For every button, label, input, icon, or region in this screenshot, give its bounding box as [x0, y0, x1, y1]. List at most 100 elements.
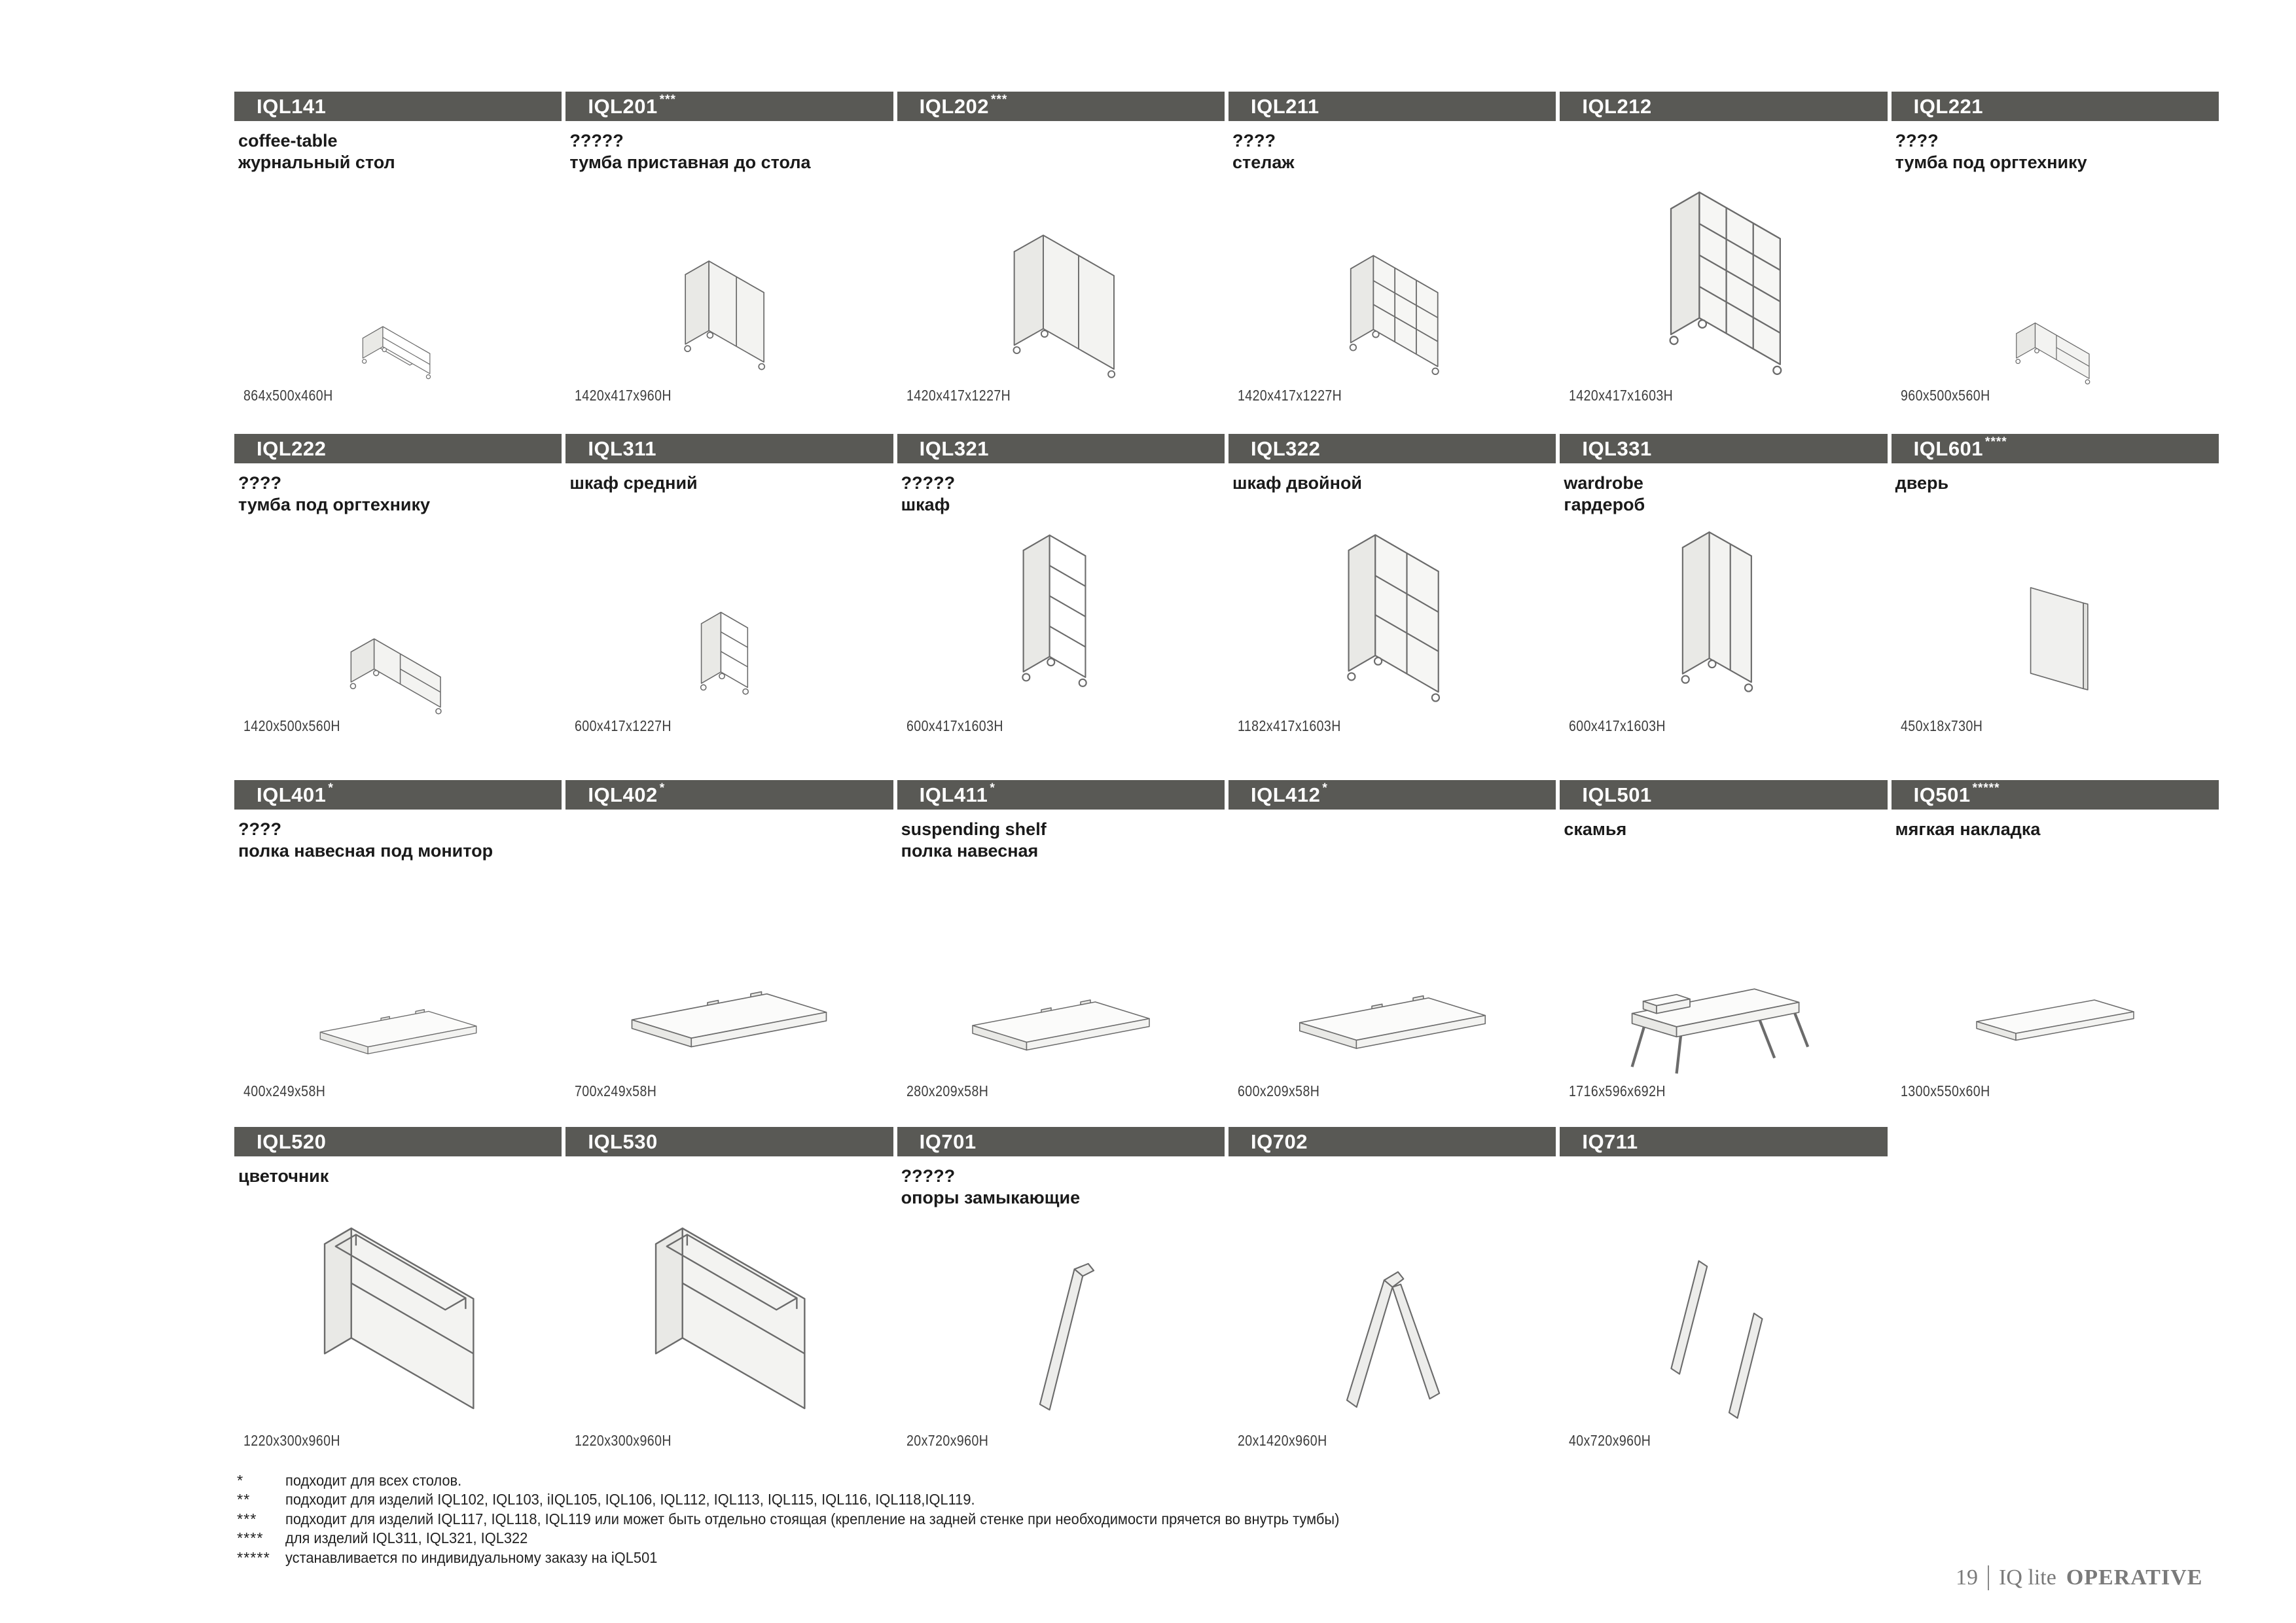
footnote-line: ***** устанавливается по индивидуальному … [237, 1548, 1419, 1567]
footnote-marker: **** [237, 1529, 264, 1547]
product-dimensions: 700x249x58H [575, 1082, 657, 1099]
footnote-line: **подходит для изделий IQL102, IQL103, i… [237, 1490, 1419, 1509]
cell-iql520: IQL520 цветочник 1220x300x960H [234, 1127, 562, 1452]
iql402-drawing [565, 866, 893, 1082]
product-dimensions: 1420x417x960H [575, 387, 672, 404]
product-code-bar: IQL141 [234, 92, 562, 121]
product-code: IQL211 [1251, 94, 1319, 118]
product-title [1229, 819, 1556, 866]
product-title: ?????тумба приставная до стола [569, 131, 811, 172]
product-title [1229, 1166, 1556, 1213]
product-code: IQL530 [588, 1130, 658, 1153]
footer-divider [1988, 1565, 1989, 1590]
product-dimensions: 1420x500x560H [243, 717, 340, 734]
footnote-marker: ***** [237, 1548, 270, 1566]
iql520-drawing [234, 1213, 562, 1432]
product-code: IQL141 [257, 94, 327, 118]
footnote-marker: *** [659, 92, 676, 107]
product-code-bar: IQL401* [234, 780, 562, 810]
product-code-bar: IQL411* [897, 780, 1225, 810]
iql401-drawing [234, 866, 562, 1082]
footnotes: * подходит для всех столов. **подходит дл… [237, 1471, 1419, 1567]
product-dimensions: 280x209x58H [906, 1082, 988, 1099]
product-code-bar: IQL212 [1560, 92, 1888, 121]
iql331-drawing [1560, 520, 1887, 717]
product-code-bar: IQL322 [1229, 434, 1556, 463]
iql601-drawing [1892, 520, 2219, 717]
brand-series: OPERATIVE [2066, 1565, 2203, 1590]
iql201-drawing [565, 177, 893, 387]
product-dimensions: 1420x417x1227H [1238, 387, 1342, 404]
product-code-bar: IQ711 [1560, 1127, 1888, 1156]
footnote-text: подходит для всех столов. [285, 1472, 462, 1489]
cell-iql601: IQL601**** дверь 450x18x730H [1891, 434, 2219, 737]
footnote-line: **** для изделий IQL311, IQL321, IQL322 [237, 1529, 1419, 1548]
product-code-bar: IQL530 [565, 1127, 893, 1156]
iql530-drawing [565, 1213, 893, 1432]
cell-iq701: IQ701 ?????опоры замыкающие 20x720x960H [897, 1127, 1225, 1452]
product-dimensions: 400x249x58H [243, 1082, 326, 1099]
product-code: IQL520 [257, 1130, 327, 1153]
iql311-drawing [565, 520, 893, 717]
cell-iq702: IQ702 20x1420x960H [1229, 1127, 1556, 1452]
cell-iql212: IQL212 1420x417x1603H [1560, 92, 1888, 406]
product-dimensions: 600x417x1603H [906, 717, 1003, 734]
footnote-marker: **** [1985, 435, 2007, 449]
product-code: IQL222 [257, 437, 327, 460]
iq701-drawing [897, 1213, 1225, 1432]
product-code-bar: IQ501***** [1891, 780, 2219, 810]
footnote-marker: * [237, 1472, 244, 1489]
product-code: IQ701 [919, 1130, 977, 1153]
iql141-drawing [234, 177, 562, 387]
product-code-bar: IQL601**** [1891, 434, 2219, 463]
footnote-text: устанавливается по индивидуальному заказ… [285, 1548, 658, 1566]
product-dimensions: 20x1420x960H [1238, 1432, 1327, 1449]
product-code: IQL411 [919, 783, 988, 806]
product-dimensions: 1220x300x960H [575, 1432, 672, 1449]
product-code-bar: IQL501 [1560, 780, 1888, 810]
footnote-line: ***подходит для изделий IQL117, IQL118, … [237, 1510, 1419, 1529]
cell-iql402: IQL402* 700x249x58H [565, 780, 893, 1102]
cell-iql321: IQL321 ?????шкаф 600x417x1603H [897, 434, 1225, 737]
product-title: мягкая накладка [1895, 819, 2041, 839]
iql501-drawing [1560, 866, 1887, 1082]
product-title: ?????опоры замыкающие [901, 1166, 1081, 1207]
iql212-drawing [1560, 177, 1887, 387]
product-code-bar: IQL331 [1560, 434, 1888, 463]
cell-iql501: IQL501 скамья 1716x596x692H [1560, 780, 1888, 1102]
product-dimensions: 1300x550x60H [1900, 1082, 1990, 1099]
page-number: 19 [1956, 1565, 1978, 1590]
product-code: IQL212 [1582, 94, 1652, 118]
product-code-bar: IQL402* [565, 780, 893, 810]
product-code-bar: IQL520 [234, 1127, 562, 1156]
catalog-row-3: IQL401* ????полка навесная под монитор 4… [234, 780, 2219, 1102]
product-dimensions: 600x209x58H [1238, 1082, 1320, 1099]
cell-iql221: IQL221 ????тумба под оргтехнику 960x500x… [1891, 92, 2219, 406]
product-title: шкаф средний [569, 473, 698, 493]
catalog-row-4: IQL520 цветочник 1220x300x960H IQL530 12… [234, 1127, 2219, 1449]
iql411-drawing [897, 866, 1225, 1082]
product-dimensions: 600x417x1603H [1569, 717, 1666, 734]
cell-iql412: IQL412* 600x209x58H [1229, 780, 1556, 1102]
product-dimensions: 20x720x960H [906, 1432, 988, 1449]
iql412-drawing [1229, 866, 1556, 1082]
product-title [1560, 1166, 1887, 1213]
product-code: IQL412 [1251, 783, 1321, 806]
product-code: IQL321 [919, 437, 990, 460]
iq702-drawing [1229, 1213, 1556, 1432]
product-dimensions: 450x18x730H [1900, 717, 1982, 734]
product-code-bar: IQL412* [1229, 780, 1556, 810]
footnote-text: подходит для изделий IQL117, IQL118, IQL… [285, 1510, 1340, 1527]
footnote-text: для изделий IQL311, IQL321, IQL322 [285, 1529, 528, 1547]
product-code-bar: IQL221 [1891, 92, 2219, 121]
product-code: IQL221 [1913, 94, 1984, 118]
product-code: IQL402 [588, 783, 658, 806]
product-code-bar: IQL311 [565, 434, 893, 463]
product-code: IQL201 [588, 94, 658, 118]
catalog-row-2: IQL222 ????тумба под оргтехнику 1420x500… [234, 434, 2219, 737]
